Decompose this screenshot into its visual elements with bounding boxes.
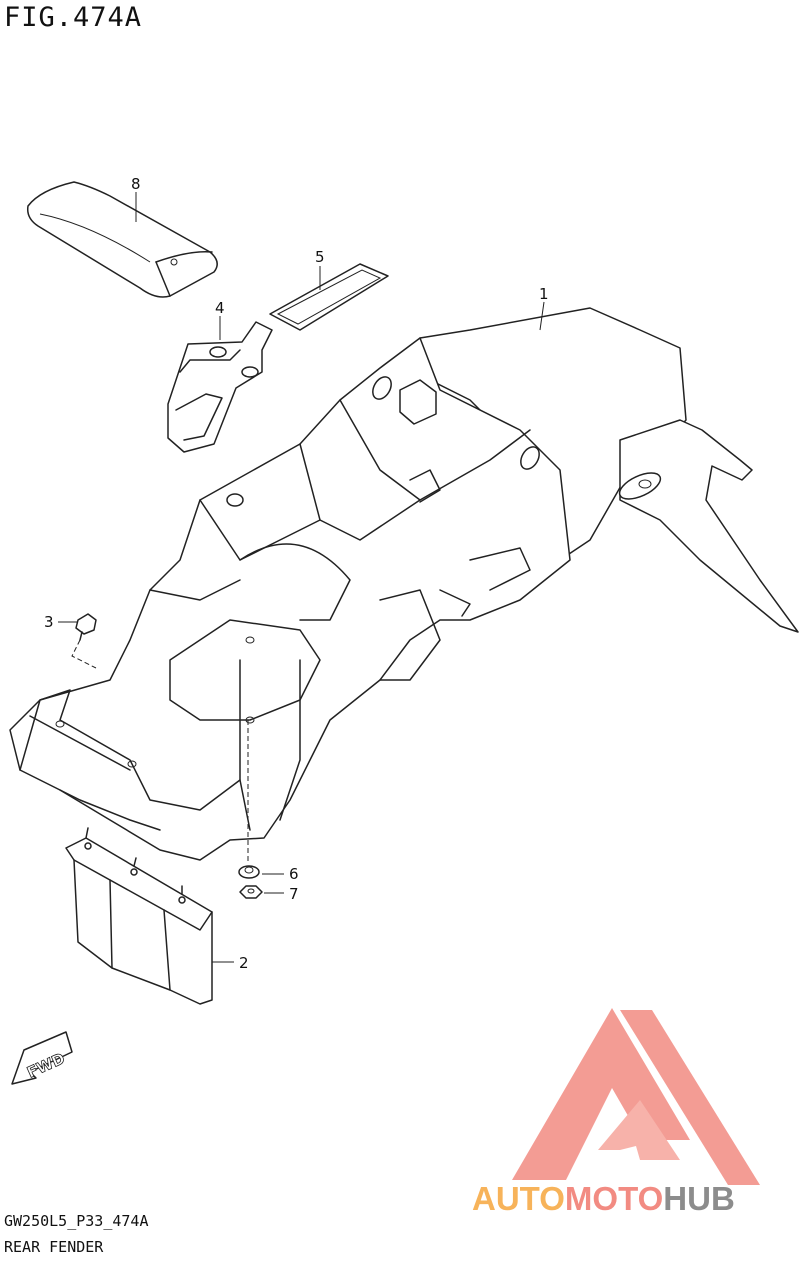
callout-2: 2 <box>239 954 249 972</box>
callout-1: 1 <box>539 285 549 303</box>
part-7-nut <box>239 885 263 899</box>
callout-8: 8 <box>131 175 141 193</box>
watermark-text: AUTOMOTOHUB <box>472 1180 735 1217</box>
part-2-mud-flap <box>65 827 213 1005</box>
part-1-rear-fender <box>9 307 799 861</box>
callout-3: 3 <box>44 613 54 631</box>
callout-7: 7 <box>289 885 299 903</box>
part-5-strap <box>269 263 389 331</box>
figure-code: GW250L5_P33_474A <box>4 1212 149 1230</box>
part-6-grommet <box>238 720 260 879</box>
part-4-bracket <box>167 321 273 453</box>
watermark-hub: HUB <box>663 1180 735 1217</box>
watermark-moto: MOTO <box>565 1180 663 1217</box>
leader-lines <box>58 192 545 963</box>
figure-name: REAR FENDER <box>4 1238 104 1256</box>
watermark-logo <box>512 1008 760 1185</box>
callout-5: 5 <box>315 248 325 266</box>
part-3-bolt <box>71 613 97 669</box>
callout-4: 4 <box>215 299 225 317</box>
figure-title: FIG.474A <box>4 2 143 33</box>
callout-6: 6 <box>289 865 299 883</box>
watermark-auto: AUTO <box>472 1180 565 1217</box>
fwd-arrow-icon: FWD <box>11 1031 73 1085</box>
part-8-tool-bag <box>26 181 218 298</box>
